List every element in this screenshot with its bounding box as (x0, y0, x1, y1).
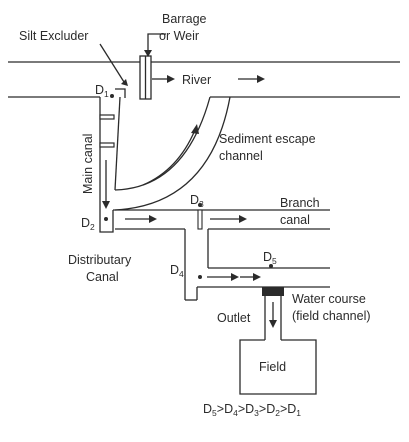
silt-excluder (99, 43, 128, 98)
river-label: River (182, 73, 211, 87)
field-label: Field (259, 360, 286, 374)
point-d1-label: D1 (95, 83, 109, 99)
distributary-label-line1: Distributary (68, 253, 132, 267)
point-d4-marker (198, 275, 202, 279)
branch-canal-label-line1: Branch (280, 196, 320, 210)
barrage-pointer-arrow (144, 33, 166, 57)
main-canal (99, 96, 121, 233)
point-d1-marker (110, 94, 114, 98)
water-course-label-line2: (field channel) (292, 309, 371, 323)
point-d2-marker (104, 217, 108, 221)
sediment-escape-label-line1: Sediment escape (219, 132, 316, 146)
sediment-escape-label-line2: channel (219, 149, 263, 163)
barrage-label-line1: Barrage (162, 12, 207, 26)
main-canal-label: Main canal (81, 134, 95, 194)
water-course (264, 296, 282, 340)
outlet-label: Outlet (217, 311, 251, 325)
point-d3-marker (198, 203, 202, 207)
distributary-canal (184, 229, 330, 301)
outlet (262, 287, 284, 296)
barrage (139, 55, 152, 100)
river-channel (8, 61, 400, 98)
barrage-label-line2: or Weir (159, 29, 199, 43)
field-plot (239, 339, 317, 395)
point-d2-label: D2 (81, 216, 95, 232)
point-d3-label: D3 (190, 193, 204, 209)
river-flow-arrow (152, 75, 265, 83)
water-course-label-line1: Water course (292, 292, 366, 306)
silt-excluder-label: Silt Excluder (19, 29, 88, 43)
point-d5-label: D5 (263, 250, 277, 266)
point-d5-marker (269, 264, 273, 268)
branch-canal (113, 209, 330, 230)
distributary-label-line2: Canal (86, 270, 119, 284)
branch-canal-label-line2: canal (280, 213, 310, 227)
discharge-relation: D5>D4>D3>D2>D1 (203, 402, 301, 418)
point-d4-label: D4 (170, 263, 184, 279)
sediment-escape-channel (114, 96, 231, 211)
